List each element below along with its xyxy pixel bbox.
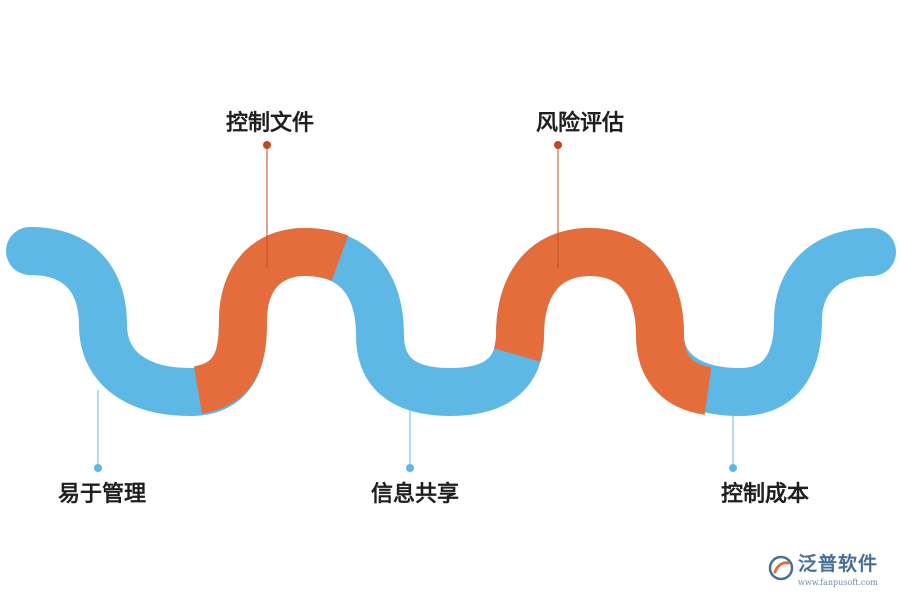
- label-info-sharing: 信息共享: [371, 482, 460, 507]
- connector-dot-bottom-2: [406, 464, 414, 472]
- wave-orange-segment-1: [192, 227, 349, 414]
- connector-dot-bottom-3: [729, 464, 737, 472]
- connector-dot-top-1: [263, 141, 271, 149]
- connector-dot-bottom-1: [94, 464, 102, 472]
- label-control-files: 控制文件: [226, 111, 315, 136]
- logo-mark-icon: [768, 555, 794, 581]
- label-cost-control: 控制成本: [721, 482, 810, 507]
- label-risk-assessment: 风险评估: [536, 111, 625, 136]
- logo-name: 泛普软件: [798, 553, 879, 575]
- wave-blue-track: [6, 227, 896, 416]
- connector-dot-top-2: [554, 141, 562, 149]
- logo-url: www.fanpusoft.com: [798, 578, 878, 587]
- brand-logo: 泛普软件 www.fanpusoft.com: [768, 553, 894, 597]
- label-easy-management: 易于管理: [58, 482, 147, 507]
- wave-orange-segment-2: [493, 227, 713, 415]
